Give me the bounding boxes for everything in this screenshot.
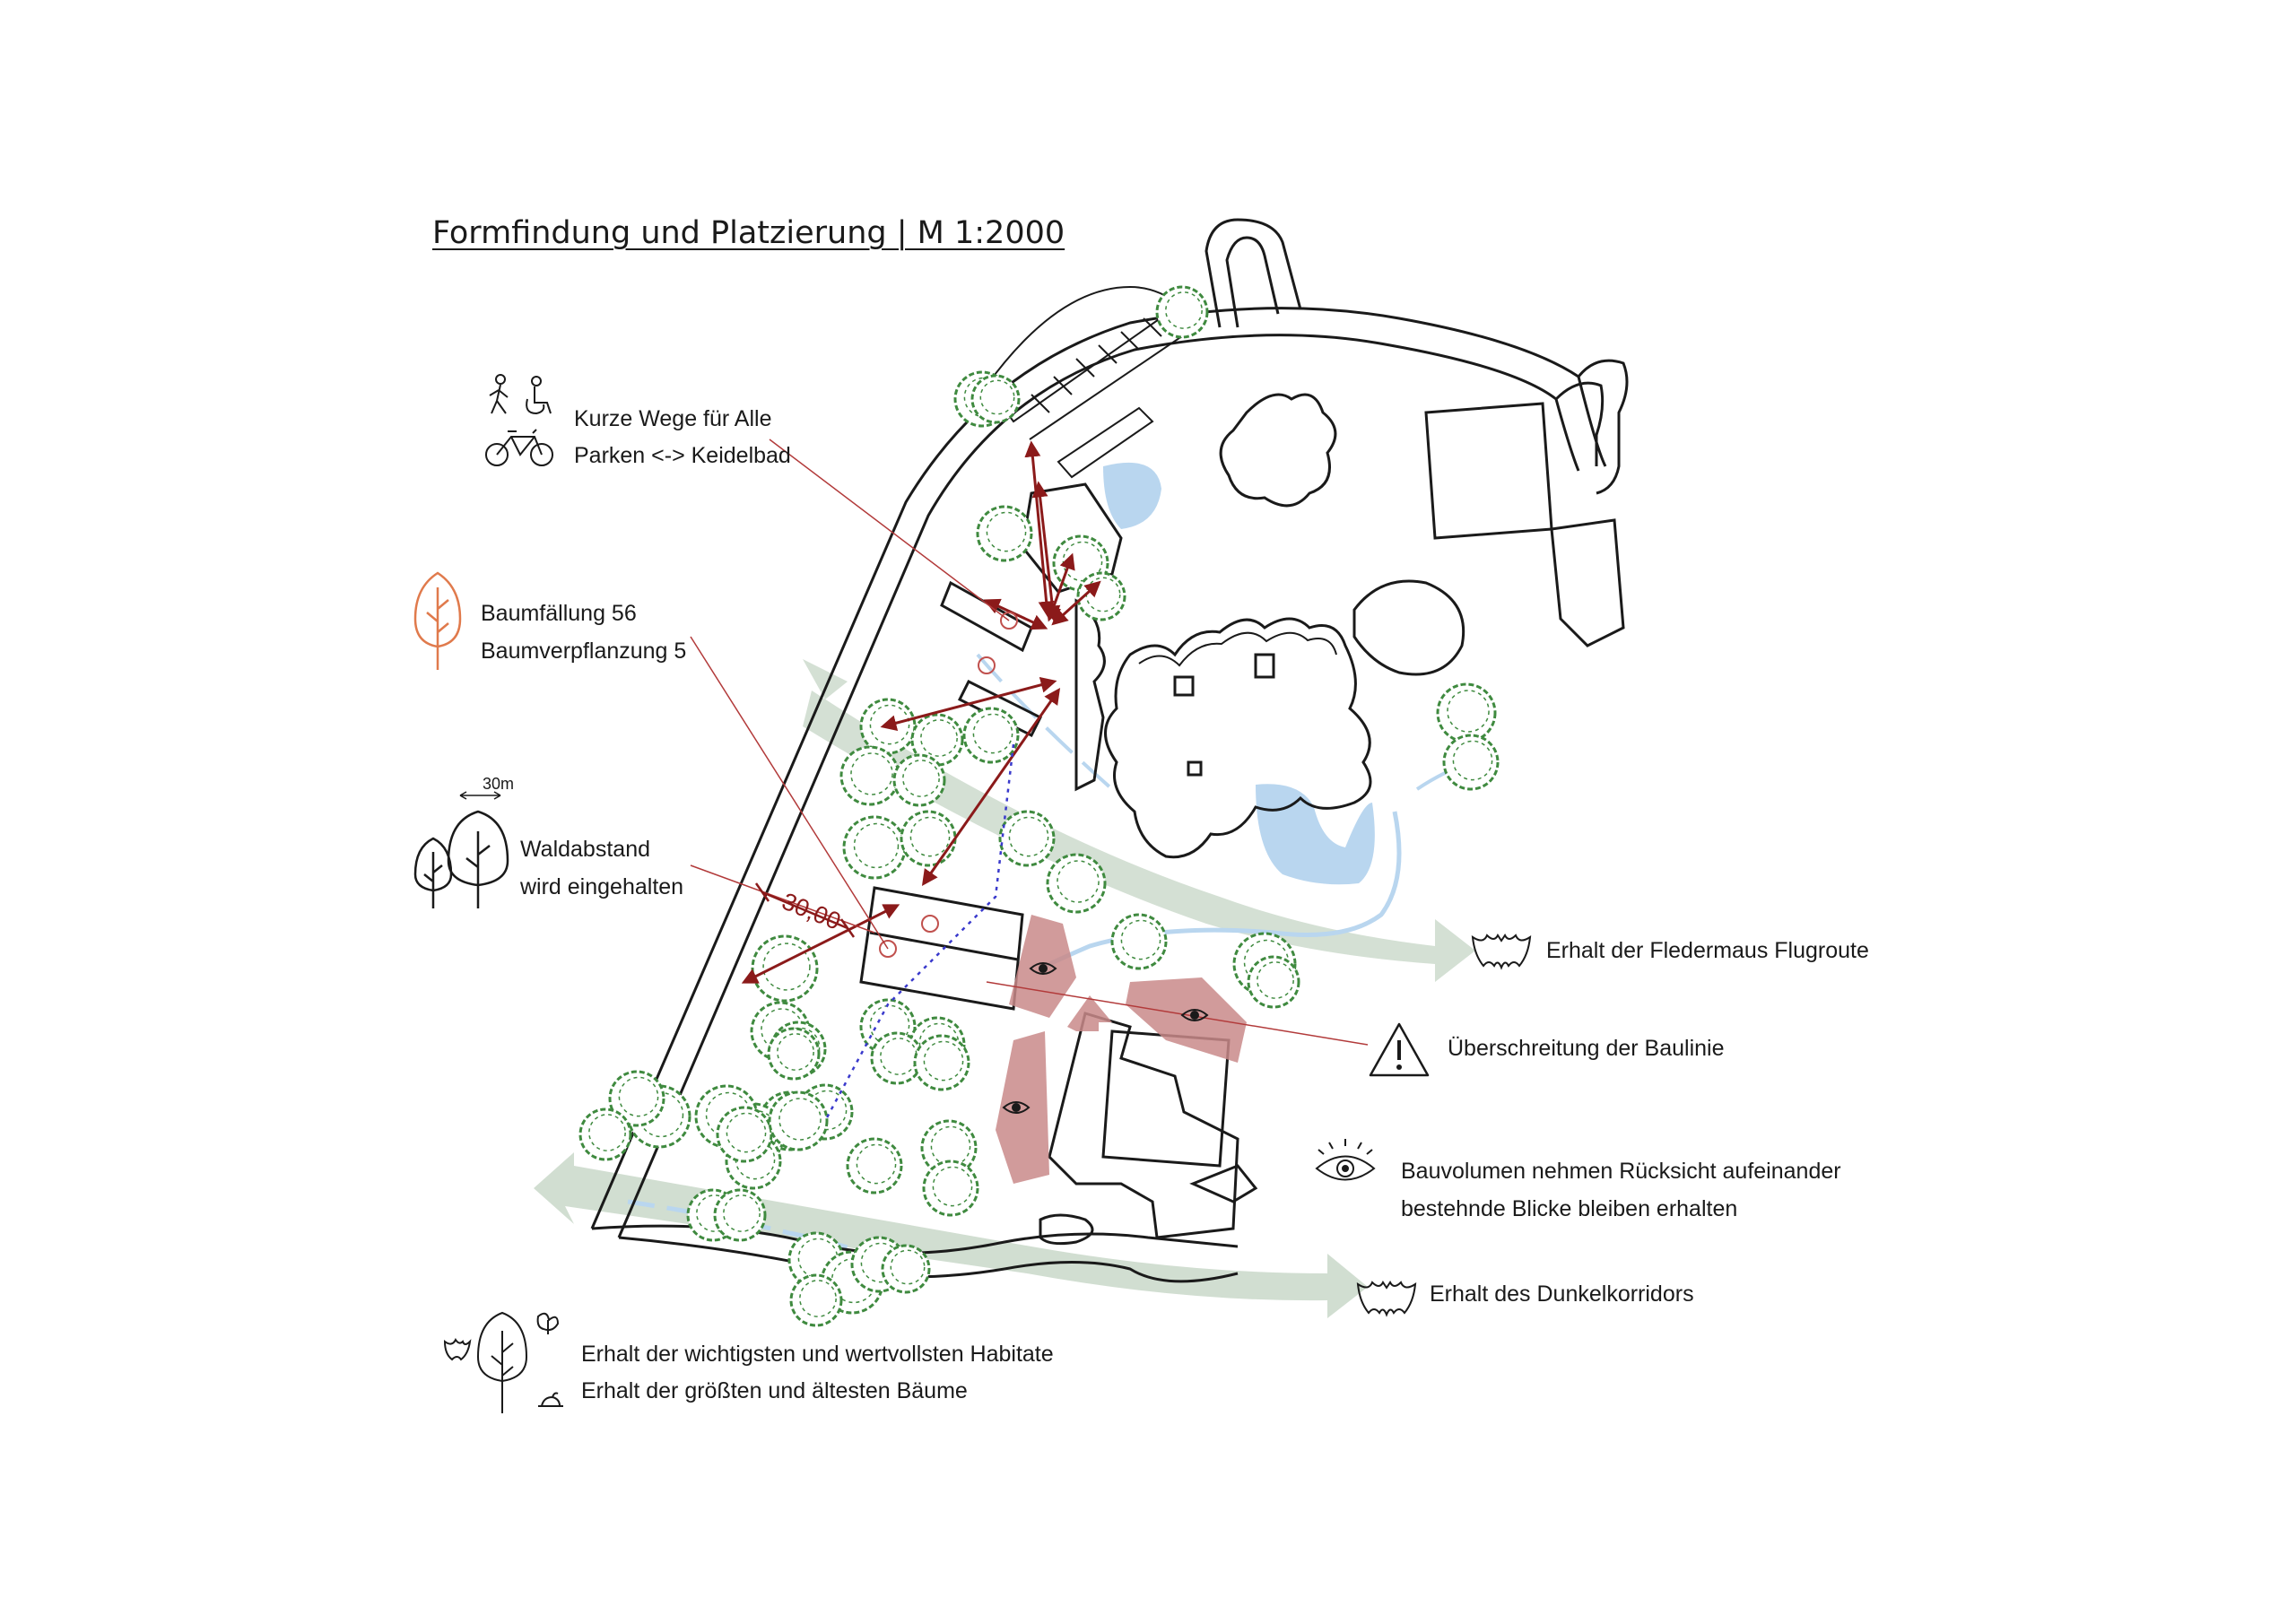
tree-canopy [767,1027,821,1081]
tree-canopy [881,1244,931,1294]
tree-canopy-inner [1452,740,1493,781]
tree-canopy [842,815,907,880]
legend-baum-line2: Baumverpflanzung 5 [481,638,687,664]
marker-circles [879,612,1018,958]
tree-canopy-inner [723,1194,761,1232]
felled-tree-icon [413,571,462,670]
tree-canopy-inner [856,1143,897,1185]
legend-habitat-line1: Erhalt der wichtigsten und wertvollsten … [581,1342,1054,1367]
legend-dunkel: Erhalt des Dunkelkorridors [1430,1281,1694,1307]
tree-canopy-inner [979,379,1015,415]
pedestrian-wheelchair-bike-icon [485,374,553,466]
tree-canopy [846,1137,903,1194]
tree-canopy [1442,734,1500,791]
habitat-icon [443,1311,563,1413]
tree-canopy [1436,682,1497,743]
tree-canopy-inner [890,1249,926,1285]
tree-canopy [998,810,1056,867]
legend-fledermaus: Erhalt der Fledermaus Flugroute [1546,938,1869,963]
legend-wald-line2: wird eingehalten [520,874,684,899]
tree-canopy-inner [777,1033,814,1071]
map-eye-icons [1002,962,1209,1114]
tree-canopy [768,1090,829,1151]
distance-label: 30,00 [778,888,845,935]
tree-canopy [922,1160,979,1217]
tree-canopy-inner [1447,690,1490,733]
tree-canopy-inner [1257,961,1294,999]
legend-bauvolumen-line2: bestehnde Blicke bleiben erhalten [1401,1196,1738,1221]
tree-canopy [870,1031,924,1085]
short-path-arrows [741,440,1101,984]
tree-canopy [713,1188,767,1242]
tree-canopy-inner [726,1112,767,1153]
tree-canopy-inner [1057,860,1100,903]
legend-habitat-line2: Erhalt der größten und ältesten Bäume [581,1378,968,1403]
tree-canopy-inner [853,822,900,869]
tree-canopy-inner [923,1040,964,1081]
tree-canopy [976,505,1033,562]
tree-canopy-inner [1120,919,1161,960]
bat-flight-corridor [803,659,1475,982]
tree-canopy [892,753,946,807]
forest-distance-icon [413,791,509,908]
tree-canopy [789,1273,843,1327]
tree-canopy-inner [850,752,893,795]
tree-canopy-inner [588,1114,626,1151]
tree-canopy-inner [618,1076,659,1117]
dark-corridor [534,1152,1368,1318]
tree-canopy [913,1034,970,1091]
legend-wege-line2: Parken <-> Keidelbad [574,443,791,468]
legend-bauvolumen-line1: Bauvolumen nehmen Rücksicht aufeinander [1401,1159,1841,1184]
tree-canopy [716,1106,773,1163]
bat-icon [1471,934,1532,970]
bat-dark-icon [1356,1281,1417,1317]
tree-canopy [1110,913,1168,970]
tree-canopy [1247,955,1300,1009]
eye-icon [1315,1139,1376,1181]
tree-canopy [751,934,819,1003]
new-building-volumes [859,886,1024,1011]
legend-baulinie: Überschreitung der Baulinie [1448,1036,1725,1061]
tree-canopy-inner [778,1098,822,1141]
tree-canopy [578,1108,632,1161]
tree-canopy-inner [932,1166,973,1207]
tree-canopy [1155,285,1209,339]
legend-wald-line1: Waldabstand [520,837,650,862]
tree-canopy-inner [1165,291,1203,329]
tree-canopy [962,707,1020,764]
tree-canopy [839,745,900,806]
tree-canopy-inner [799,1280,837,1317]
distance-dimension: 30,00 [754,882,856,938]
trees [578,285,1500,1327]
tree-canopy [1046,853,1107,914]
tree-canopy [970,374,1021,424]
legend-wege-line1: Kurze Wege für Alle [574,406,772,431]
warning-icon [1369,1022,1430,1077]
tree-canopy [900,810,957,867]
legend-wald-scale: 30m [483,775,515,793]
legend-baum-line1: Baumfällung 56 [481,601,637,626]
page-title: Formfindung und Platzierung | M 1:2000 [432,215,1065,251]
